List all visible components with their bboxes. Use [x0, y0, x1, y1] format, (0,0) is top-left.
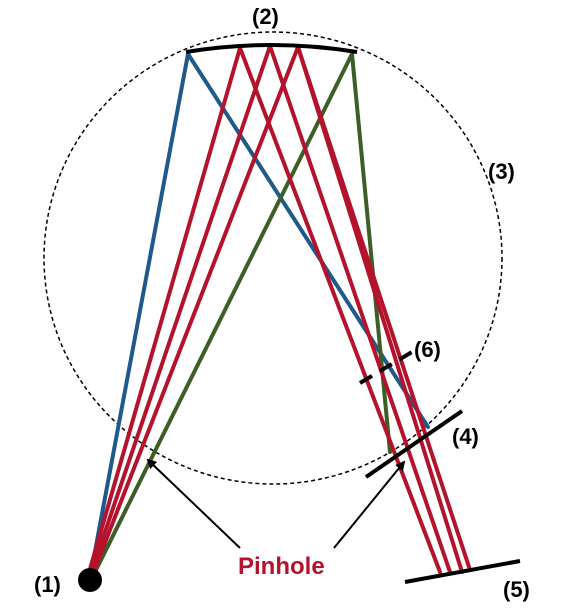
pinhole-arrow-left	[146, 458, 241, 549]
green-rays	[90, 52, 392, 580]
red-ray-incident-1	[86, 46, 242, 578]
label-grating: (2)	[252, 4, 279, 29]
label-source: (1)	[34, 572, 61, 597]
label-slit: (6)	[414, 337, 441, 362]
exit-element-line	[364, 409, 464, 479]
label-rowland-circle: (3)	[488, 159, 515, 184]
red-ray-diffracted-4	[296, 45, 472, 572]
label-exit-element: (4)	[452, 424, 479, 449]
green-ray-incident	[90, 52, 354, 580]
blue-ray-incident	[88, 52, 190, 580]
slit-dashed-line	[358, 350, 414, 385]
label-detector: (5)	[503, 577, 530, 602]
red-ray-incident-3	[90, 45, 300, 578]
red-ray-diffracted-1	[238, 46, 442, 574]
red-rays	[86, 44, 472, 578]
rowland-circle	[43, 31, 503, 485]
detector-line	[404, 559, 521, 584]
green-ray-diffracted	[350, 52, 392, 454]
red-ray-incident-2	[88, 44, 272, 578]
source-dot	[78, 568, 102, 592]
red-ray-diffracted-2	[268, 44, 452, 574]
grating	[185, 43, 358, 54]
pinhole-arrow-right	[333, 460, 406, 549]
label-pinhole: Pinhole	[238, 553, 325, 580]
